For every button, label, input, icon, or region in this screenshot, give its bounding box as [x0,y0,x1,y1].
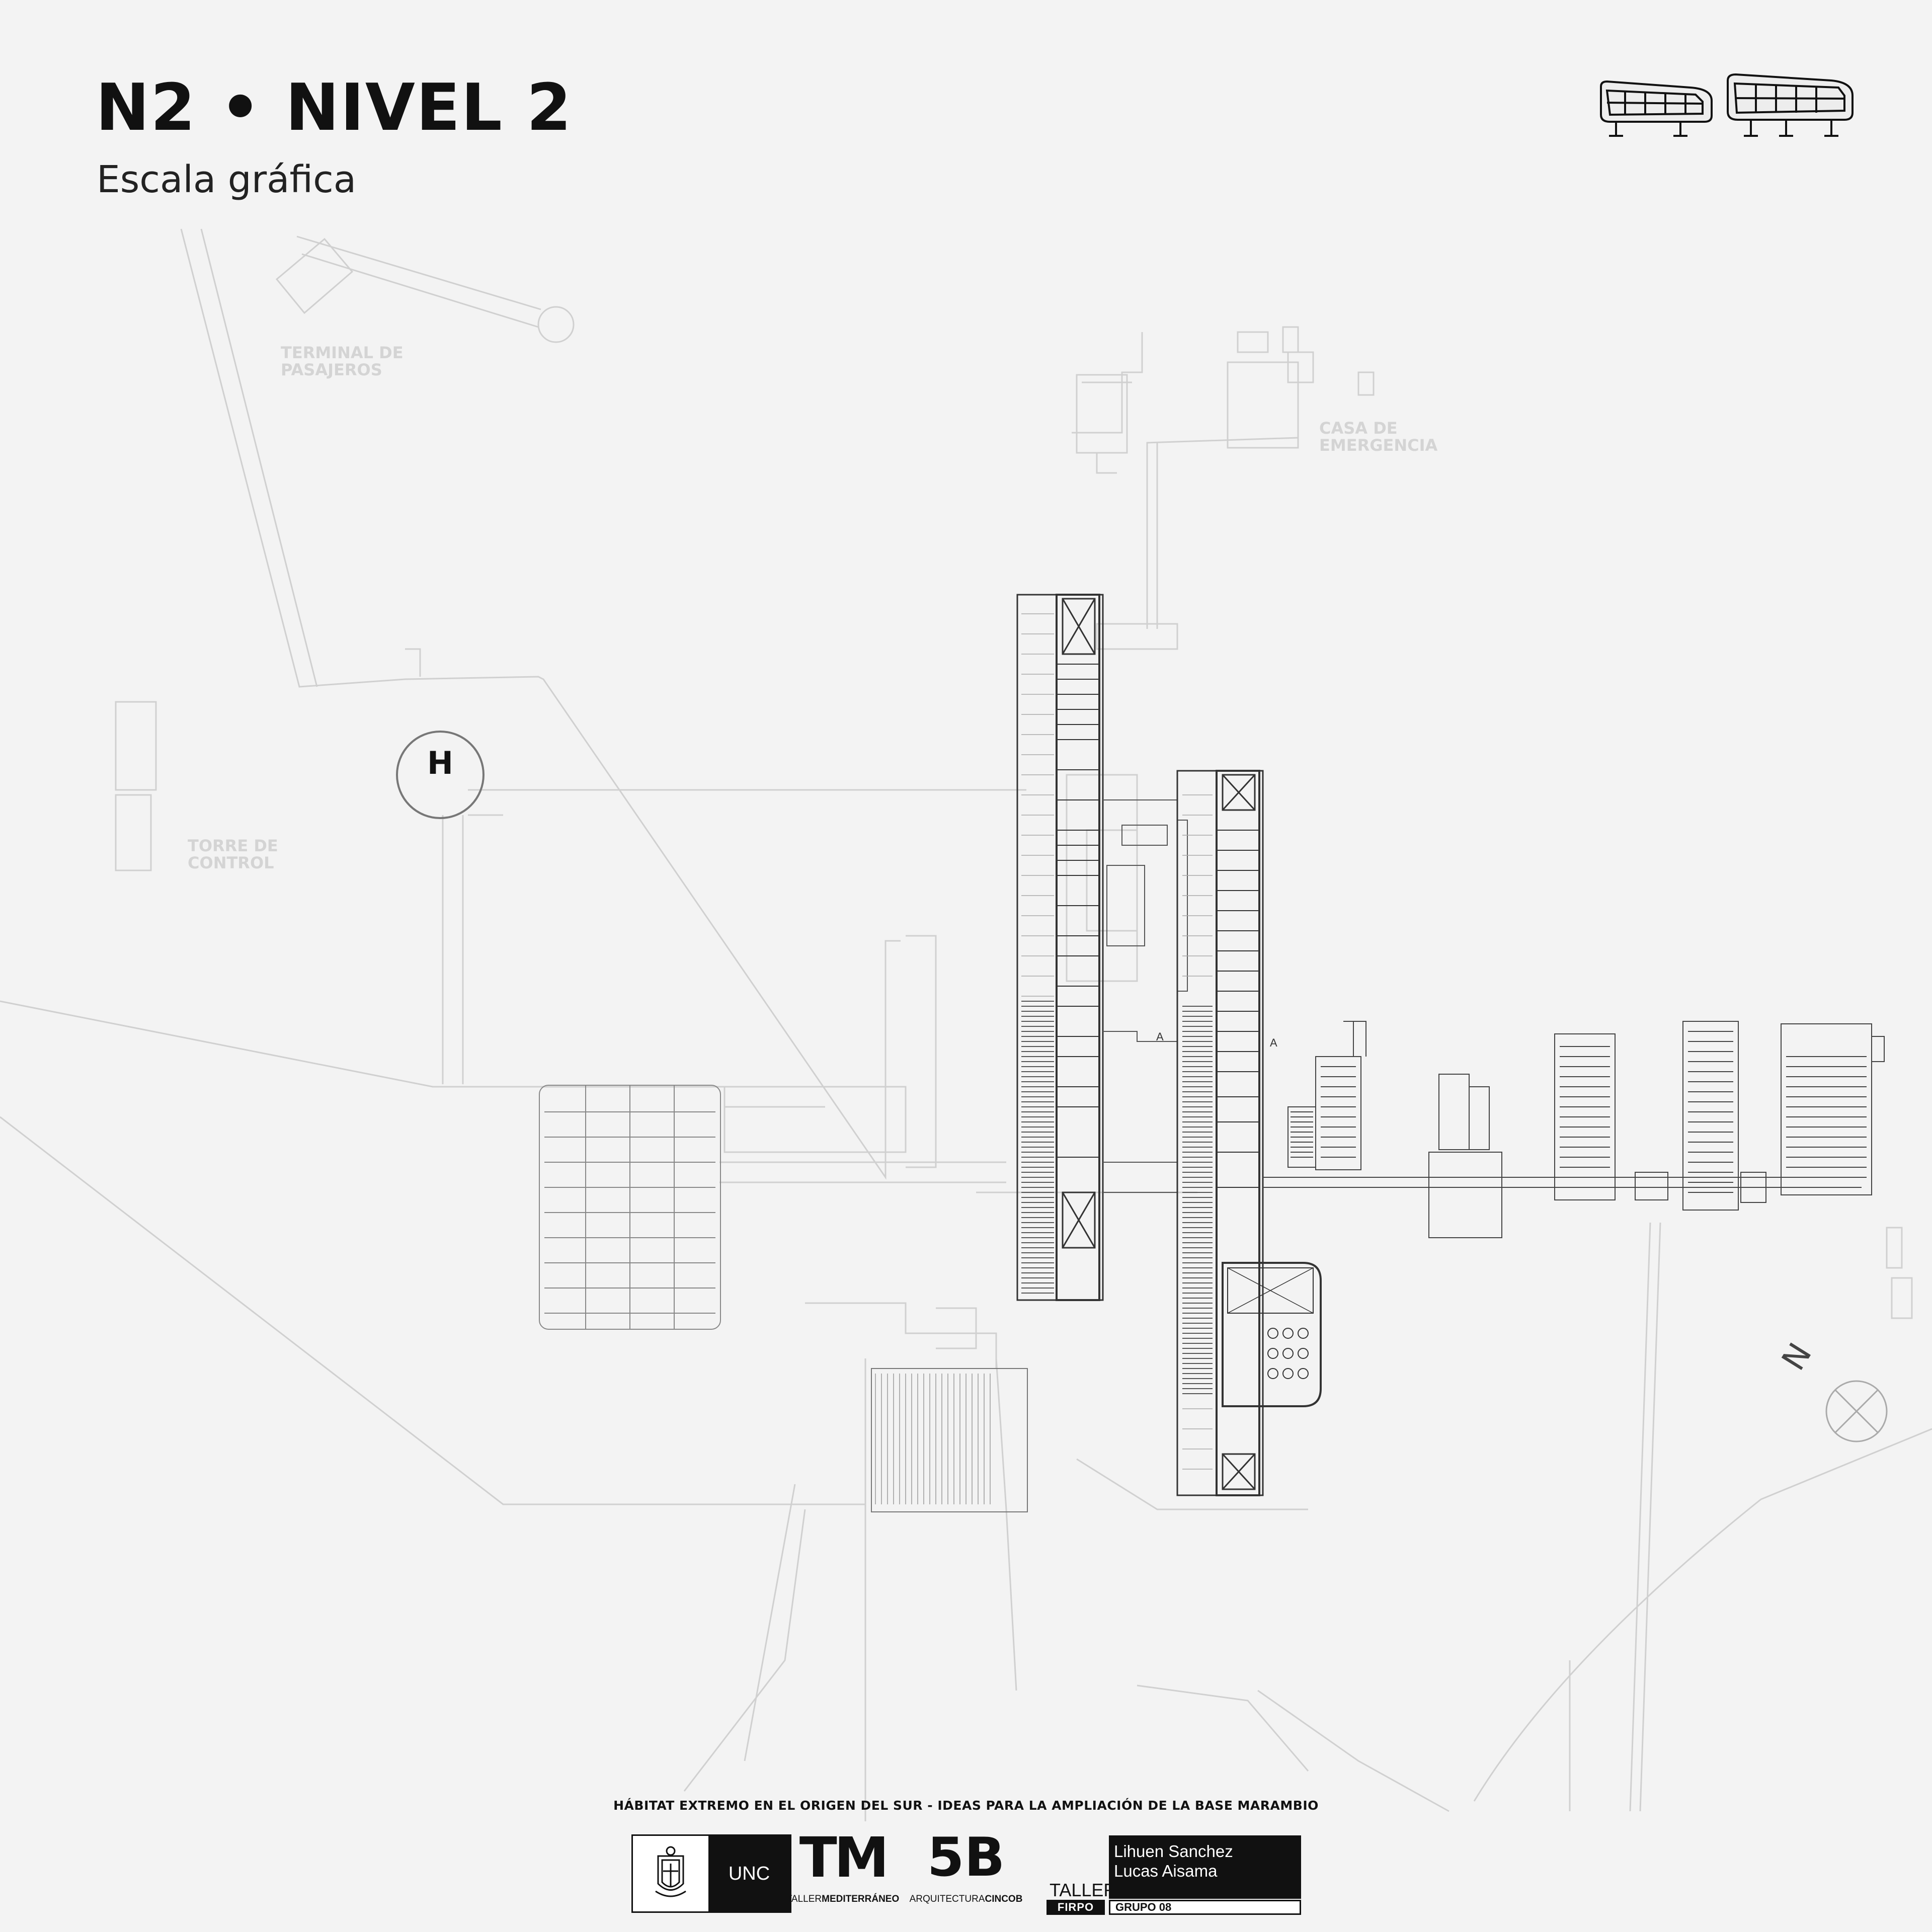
unc-logo: UNC [631,1834,791,1913]
footer-title: HÁBITAT EXTREMO EN EL ORIGEN DEL SUR - I… [613,1798,1319,1813]
tm-caption-light: TALLER [786,1894,822,1904]
section-mark-a-left: A [1156,1030,1164,1043]
author-name-1: Lihuen Sanchez [1114,1842,1233,1861]
unc-label: UNC [708,1836,790,1911]
common-module [1222,1262,1322,1407]
tm-logo: TM [799,1825,890,1890]
heliport-icon [396,731,485,819]
section-mark-a-right: A [1270,1036,1277,1049]
wing-1 [1016,594,1104,1301]
central-hub [1103,799,1188,1193]
north-arrow-icon [1825,1380,1888,1442]
module-elevation-icon [1600,73,1854,137]
wing-2 [1176,770,1264,1496]
author-name-2: Lucas Aisama [1114,1862,1218,1880]
laboratory-modules [1263,1021,1885,1238]
page-title: N2 • NIVEL 2 [96,70,573,145]
site-label-casa: CASA DE EMERGENCIA [1319,419,1438,455]
5b-caption-light: ARQUITECTURA [909,1894,985,1904]
5b-caption: ARQUITECTURACINCOB [901,1894,1031,1905]
site-label-torre: TORRE DE CONTROL [188,836,278,872]
tm-caption: TALLERMEDITERRÁNEO [775,1894,911,1905]
site-label-terminal: TERMINAL DE PASAJEROS [281,343,404,379]
author-names: Lihuen Sanchez Lucas Aisama [1109,1835,1301,1899]
tm-caption-bold: MEDITERRÁNEO [822,1894,900,1904]
taller-word: TALLER [1050,1880,1117,1900]
5b-logo: 5B [927,1826,1005,1888]
heliport-letter: H [427,745,453,781]
group-label: GRUPO 08 [1109,1900,1301,1915]
unc-crest-icon [655,1846,686,1897]
taller-firpo-label: FIRPO [1046,1900,1105,1915]
site-context [0,228,1932,1821]
5b-caption-bold: CINCOB [985,1894,1023,1904]
taller-firpo-block: TALLER FIRPO Lihuen Sanchez Lucas Aisama… [1046,1835,1301,1916]
lower-hangar [871,1368,1028,1512]
page-subtitle: Escala gráfica [97,158,357,201]
hangar-roof [539,1085,721,1330]
